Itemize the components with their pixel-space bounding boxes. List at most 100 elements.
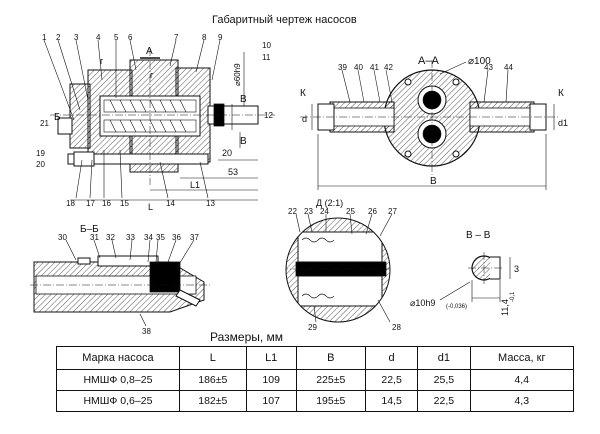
callout-22: 22 [288, 207, 297, 216]
mark-k-left: К [300, 88, 306, 99]
header-L: L [178, 346, 247, 370]
callout-3: 3 [74, 33, 79, 42]
cell-L: 186±5 [178, 369, 247, 391]
callout-40: 40 [354, 63, 363, 72]
dim-d1: d1 [558, 118, 568, 128]
mark-g-left: г [100, 56, 104, 66]
section-bb-view [30, 239, 210, 327]
dim-L: L [148, 202, 153, 212]
callout-4: 4 [96, 33, 101, 42]
cell-d1: 25,5 [417, 369, 471, 391]
callout-5: 5 [114, 33, 119, 42]
dim-B: B [430, 176, 437, 187]
dim-phi60: ⌀60h9 [233, 63, 242, 86]
callout-6: 6 [128, 33, 133, 42]
dimensions-table: Марка насоса L L1 B d d1 Масса, кг НМШФ … [56, 346, 575, 412]
section-aa-title: А–А [418, 55, 439, 67]
cell-model: НМШФ 0,8–25 [56, 369, 180, 391]
callout-44: 44 [504, 63, 513, 72]
main-view-dims: А г г Б В В ⌀60h9 20 53 L1 L [54, 46, 247, 212]
detail-d-view [285, 213, 393, 323]
callout-12: 12 [264, 111, 273, 120]
callout-35: 35 [156, 233, 165, 242]
section-mark-a: А [146, 46, 153, 57]
cell-d: 14,5 [364, 390, 419, 412]
callout-37: 37 [190, 233, 199, 242]
callout-43: 43 [484, 63, 493, 72]
callout-33: 33 [126, 233, 135, 242]
dim-d: d [302, 114, 307, 124]
callout-10: 10 [262, 41, 271, 50]
dim-phi10: ⌀10h9 [410, 298, 435, 308]
callout-34: 34 [144, 233, 153, 242]
dim-11-4-tol: -0,1 [510, 291, 516, 302]
cell-d1: 22,5 [417, 390, 471, 412]
callout-38: 38 [142, 327, 151, 336]
dim-phi100: ⌀100 [468, 56, 491, 67]
callout-39: 39 [338, 63, 347, 72]
table-header-row: Марка насоса L L1 B d d1 Масса, кг [56, 346, 575, 370]
section-bb-title: Б–Б [80, 224, 99, 235]
cell-model: НМШФ 0,6–25 [56, 390, 180, 412]
callout-42: 42 [384, 63, 393, 72]
cell-L1: 109 [245, 369, 297, 391]
header-mass: Масса, кг [469, 346, 575, 370]
callout-17: 17 [86, 199, 95, 208]
callout-32: 32 [106, 233, 115, 242]
callout-16: 16 [102, 199, 111, 208]
main-section-view [43, 39, 275, 201]
dim-20: 20 [222, 148, 232, 158]
callout-18: 18 [66, 199, 75, 208]
cell-L1: 107 [245, 390, 297, 412]
table-title: Размеры, мм [210, 330, 284, 344]
callout-41: 41 [370, 63, 379, 72]
section-vv-title: В – В [466, 230, 491, 241]
header-d: d [364, 346, 419, 370]
section-mark-b: Б [54, 112, 61, 123]
header-d1-text: d1 [437, 352, 451, 364]
cell-d: 22,5 [364, 369, 419, 391]
callout-8: 8 [202, 33, 207, 42]
callout-26: 26 [368, 207, 377, 216]
cell-L: 182±5 [178, 390, 247, 412]
detail-d-labels: Д (2:1) 22 23 24 25 26 27 29 28 [288, 198, 401, 332]
callout-24: 24 [320, 207, 329, 216]
main-view-callouts: 1 2 3 4 5 6 7 8 9 10 11 12 13 14 15 16 1… [36, 33, 273, 208]
callout-2: 2 [56, 33, 61, 42]
callout-21: 21 [40, 119, 49, 128]
header-B: B [295, 346, 366, 370]
callout-9: 9 [218, 33, 223, 42]
dim-11-4: 11,4 [500, 299, 510, 316]
section-vv-view [439, 252, 511, 302]
dim-53: 53 [228, 167, 238, 177]
dim-L1: L1 [190, 180, 200, 190]
callout-29: 29 [308, 323, 317, 332]
header-d1: d1 [417, 346, 471, 370]
callout-13: 13 [206, 199, 215, 208]
callout-14: 14 [166, 199, 175, 208]
callout-1: 1 [42, 33, 47, 42]
mark-g-right: г [150, 70, 154, 80]
page-title: Габаритный чертеж насосов [212, 14, 357, 26]
cell-B: 195±5 [295, 390, 366, 412]
dim-3: 3 [514, 264, 519, 274]
cell-mass: 4,3 [469, 390, 575, 412]
dim-phi10-tol: (-0,036) [446, 304, 467, 310]
callout-7: 7 [174, 33, 179, 42]
header-pump-model: Марка насоса [56, 346, 180, 370]
section-mark-v2: В [240, 136, 247, 147]
callout-23: 23 [304, 207, 313, 216]
header-L1: L1 [245, 346, 297, 370]
callout-30: 30 [58, 233, 67, 242]
callout-11: 11 [262, 53, 271, 62]
cell-B: 225±5 [295, 369, 366, 391]
table-row: НМШФ 0,6–25 182±5 107 195±5 14,5 22,5 4,… [56, 390, 575, 412]
section-mark-v: В [240, 94, 247, 105]
section-bb-labels: Б–Б 30 31 32 33 34 35 36 37 38 [58, 224, 199, 336]
callout-27: 27 [388, 207, 397, 216]
callout-36: 36 [172, 233, 181, 242]
table-row: НМШФ 0,8–25 186±5 109 225±5 22,5 25,5 4,… [56, 369, 575, 391]
callout-28: 28 [392, 323, 401, 332]
cell-mass: 4,4 [469, 369, 575, 391]
